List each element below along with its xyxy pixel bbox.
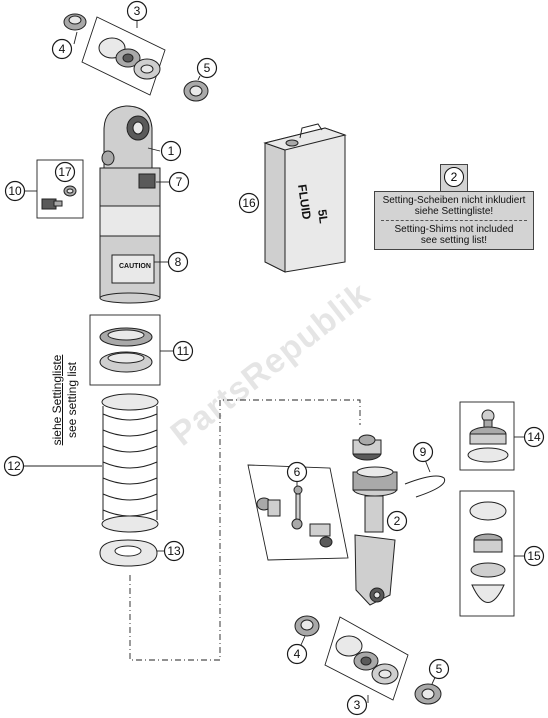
callout-14: 14 <box>523 426 545 448</box>
washer-part-5-top <box>183 80 209 102</box>
spring-retainer-part-11 <box>99 327 153 373</box>
note-tab-part-2: 2 <box>440 164 468 191</box>
callout-13: 13 <box>163 540 185 562</box>
spring-part-12 <box>101 393 159 533</box>
callout-1: 1 <box>160 140 182 162</box>
shock-absorber-body-part-1: CAUTION <box>99 105 161 304</box>
callout-4-bottom: 4 <box>286 643 308 665</box>
svg-text:4: 4 <box>59 42 66 56</box>
fluid-can-part-16: FLUID 5L <box>263 123 347 273</box>
callout-6: 6 <box>286 461 308 483</box>
svg-text:13: 13 <box>167 544 181 558</box>
bearing-kit-part-3-top <box>81 16 166 96</box>
note-line-de-1: Setting-Scheiben nicht inkludiert <box>382 195 526 206</box>
callout-2-rod: 2 <box>386 510 408 532</box>
bearing-kit-part-3-bottom <box>324 616 409 701</box>
callout-7: 7 <box>168 171 190 193</box>
callout-12: 12 <box>3 455 25 477</box>
seal-ring-part-4-bottom <box>294 615 320 637</box>
compression-adjuster-part-14 <box>467 409 509 463</box>
callout-15: 15 <box>523 545 545 567</box>
valve-part-17 <box>41 185 77 210</box>
svg-text:4: 4 <box>294 647 301 661</box>
callout-9: 9 <box>412 441 434 463</box>
callout-2-note: 2 <box>444 167 464 187</box>
svg-text:15: 15 <box>527 549 541 563</box>
svg-text:5: 5 <box>204 61 211 75</box>
note-line-de-2: siehe Settingliste! <box>414 206 494 217</box>
callout-16: 16 <box>238 192 260 214</box>
svg-text:1: 1 <box>168 144 175 158</box>
svg-text:10: 10 <box>8 184 22 198</box>
svg-text:3: 3 <box>354 698 361 712</box>
circlip-part-9 <box>404 475 446 498</box>
frame-part-14 <box>459 401 515 471</box>
callout-11: 11 <box>172 340 194 362</box>
warning-sticker-part-7 <box>138 173 156 189</box>
svg-text:7: 7 <box>176 175 183 189</box>
valve-frame-part-10 <box>36 159 84 219</box>
spring-note-de: siehe Settingliste <box>50 354 64 446</box>
settings-note-box: Setting-Scheiben nicht inkludiert siehe … <box>374 191 534 250</box>
fluid-label: FLUID <box>295 183 314 220</box>
note-line-en-2: see setting list! <box>420 235 488 246</box>
svg-text:8: 8 <box>175 255 182 269</box>
svg-text:11: 11 <box>177 344 190 358</box>
callout-3-bottom: 3 <box>346 694 368 716</box>
callout-3-top: 3 <box>126 0 148 22</box>
svg-text:3: 3 <box>134 4 141 18</box>
callout-8: 8 <box>167 251 189 273</box>
fluid-volume: 5L <box>315 208 331 224</box>
piston-kit-part-15 <box>469 501 507 603</box>
svg-text:6: 6 <box>294 465 301 479</box>
retainer-frame-part-11 <box>89 314 161 386</box>
svg-text:12: 12 <box>7 459 21 473</box>
callout-10: 10 <box>4 180 26 202</box>
callout-4-top: 4 <box>51 38 73 60</box>
svg-text:2: 2 <box>394 514 401 528</box>
piston-rod-part-2 <box>352 434 398 606</box>
note-line-en-1: Setting-Shims not included <box>394 224 514 235</box>
caution-label: CAUTION <box>119 263 151 270</box>
svg-text:16: 16 <box>242 196 256 210</box>
svg-text:5: 5 <box>436 662 443 676</box>
callout-5-top: 5 <box>196 57 218 79</box>
leader-lines <box>24 20 525 703</box>
svg-text:14: 14 <box>527 430 541 444</box>
spring-note-en: see setting list <box>65 361 79 439</box>
spring-setting-note: siehe Settingliste see setting list <box>50 340 80 460</box>
caution-sticker <box>111 254 155 284</box>
seal-ring-part-4-top <box>63 13 87 31</box>
note-divider <box>381 220 527 221</box>
adjuster-part-6 <box>256 485 333 548</box>
callout-17: 17 <box>54 161 76 183</box>
spring-seat-part-13 <box>99 539 158 567</box>
callout-5-bottom: 5 <box>428 658 450 680</box>
frame-part-15 <box>459 490 515 617</box>
svg-text:17: 17 <box>58 165 72 179</box>
assembly-path-line <box>129 399 361 661</box>
washer-part-5-bottom <box>414 683 442 705</box>
svg-text:9: 9 <box>420 445 427 459</box>
